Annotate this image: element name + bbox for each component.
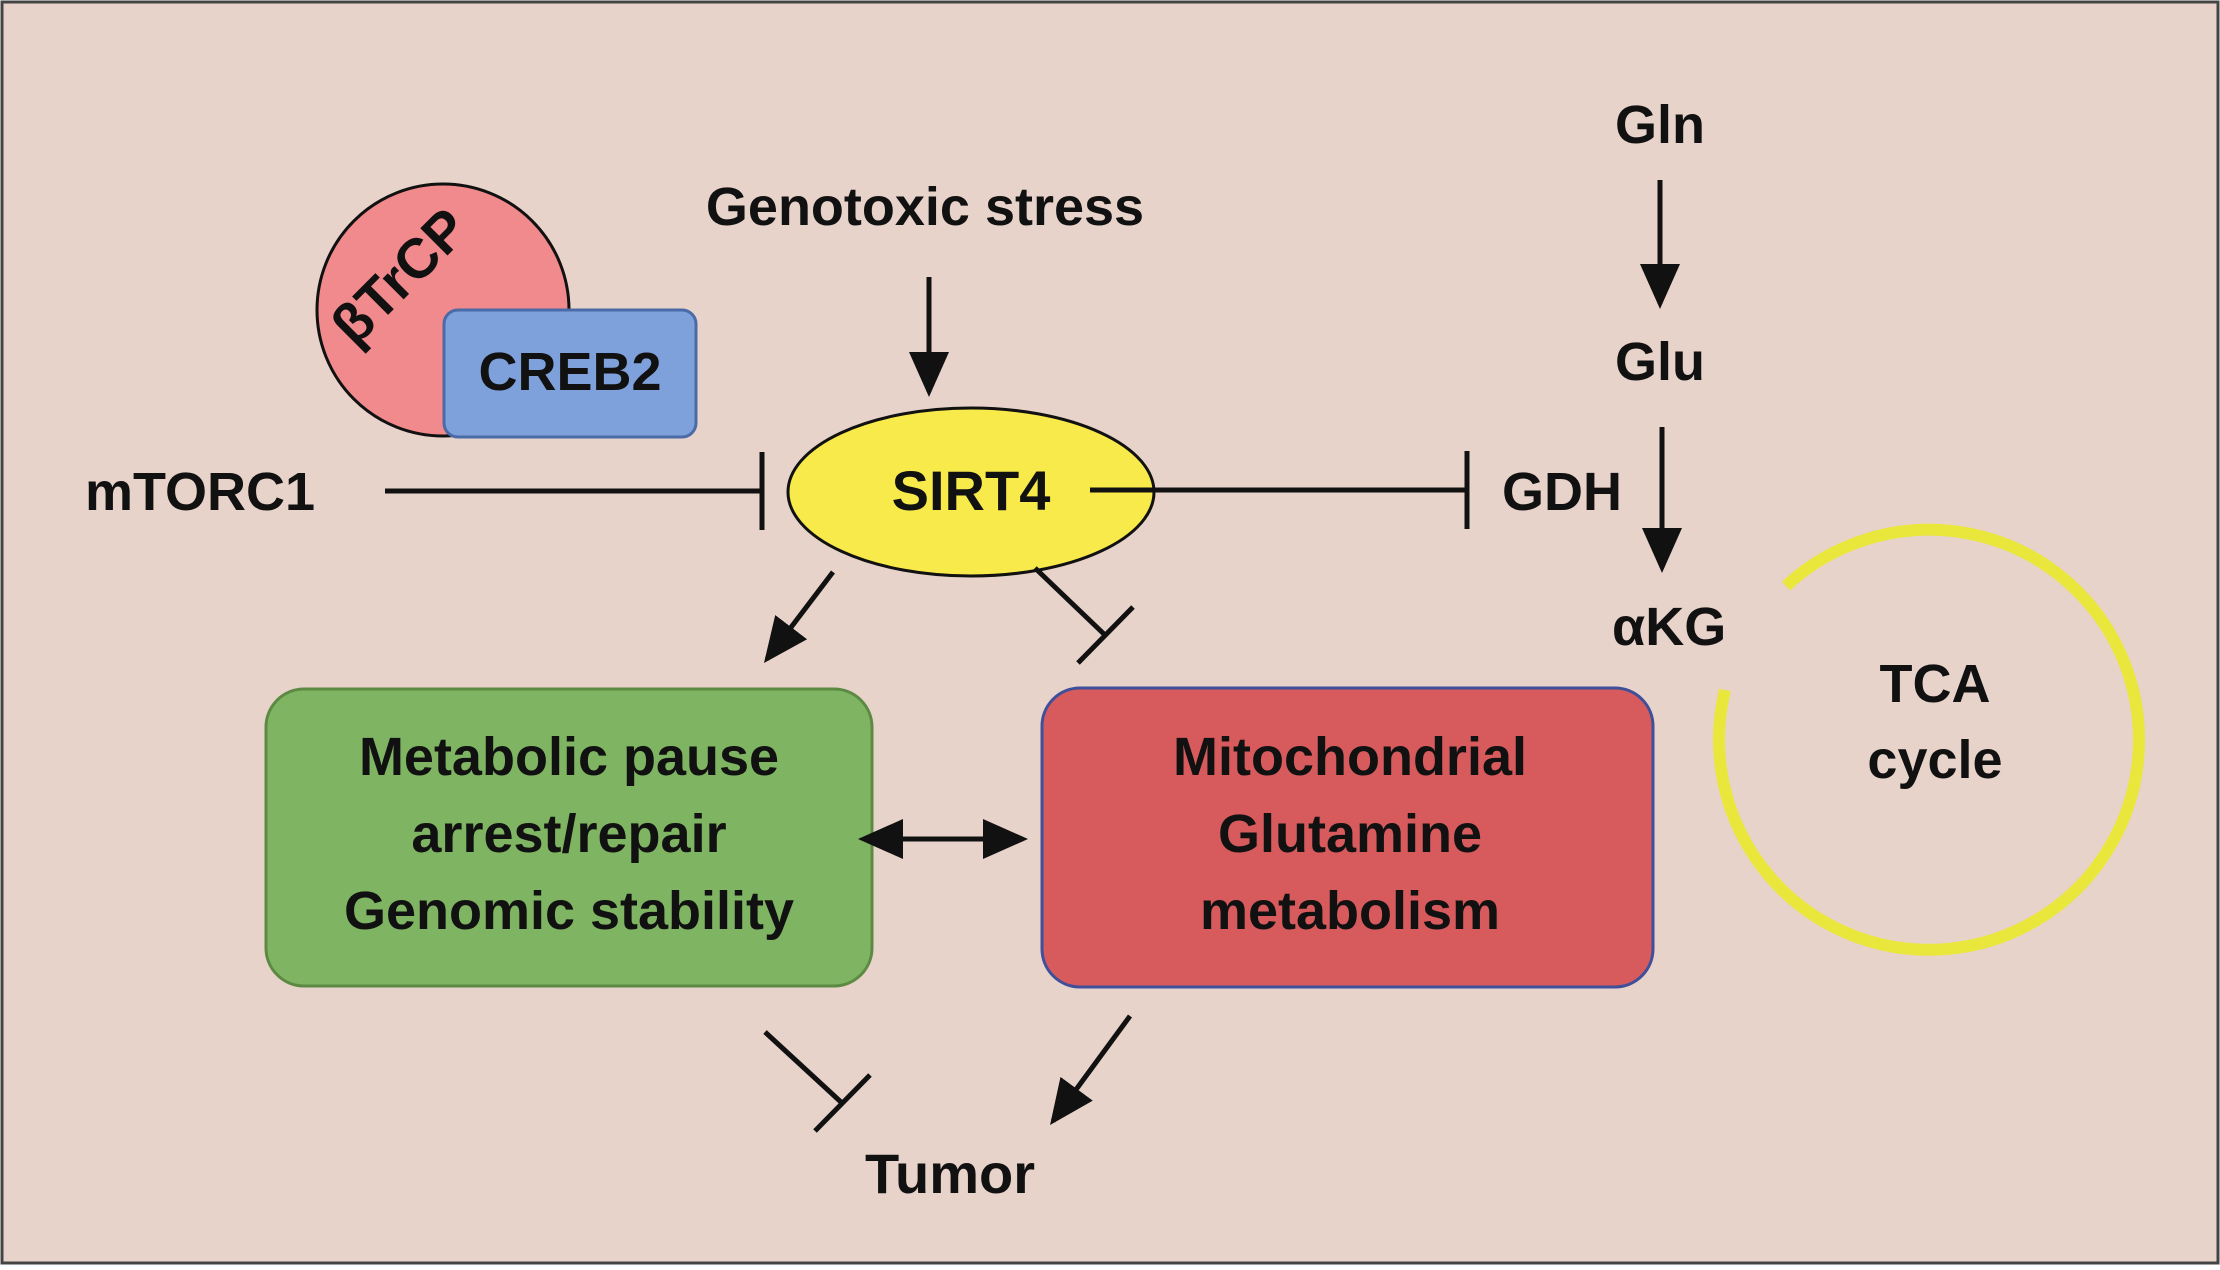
gln-label: Gln — [1615, 95, 1705, 155]
creb2-label: CREB2 — [478, 342, 661, 402]
inhibit-metabolic-tumor-line — [763, 1030, 844, 1105]
tumor-label: Tumor — [865, 1142, 1035, 1205]
akg-label: αKG — [1612, 597, 1726, 657]
metabolic-pause-line3: Genomic stability — [344, 881, 794, 941]
tca-cycle-ring — [1713, 523, 2145, 956]
mitochondrial-line1: Mitochondrial — [1173, 727, 1527, 787]
metabolic-pause-line2: arrest/repair — [411, 804, 726, 864]
tca-label-line2: cycle — [1867, 730, 2002, 790]
arrow-sirt4-to-metabolic-pause — [763, 570, 835, 663]
inhibit-metabolic-tumor-bar — [813, 1073, 872, 1133]
creb2-box — [442, 308, 698, 439]
inhibit-sirt4-mito-bar — [1076, 605, 1135, 665]
gdh-label: GDH — [1502, 462, 1622, 522]
glu-label: Glu — [1615, 332, 1705, 392]
metabolic-pause-line1: Metabolic pause — [359, 727, 779, 787]
inhibit-sirt4-mito-line — [1033, 566, 1107, 637]
sirt4-label: SIRT4 — [892, 459, 1051, 522]
mitochondrial-line3: metabolism — [1200, 881, 1500, 941]
mitochondrial-glutamine-box — [1040, 686, 1655, 989]
arrow-mito-to-tumor — [1050, 1014, 1133, 1126]
mtorc1-label: mTORC1 — [85, 462, 315, 522]
mitochondrial-line2: Glutamine — [1218, 804, 1482, 864]
tca-label-line1: TCA — [1880, 654, 1991, 714]
genotoxic-stress-label: Genotoxic stress — [706, 177, 1144, 237]
